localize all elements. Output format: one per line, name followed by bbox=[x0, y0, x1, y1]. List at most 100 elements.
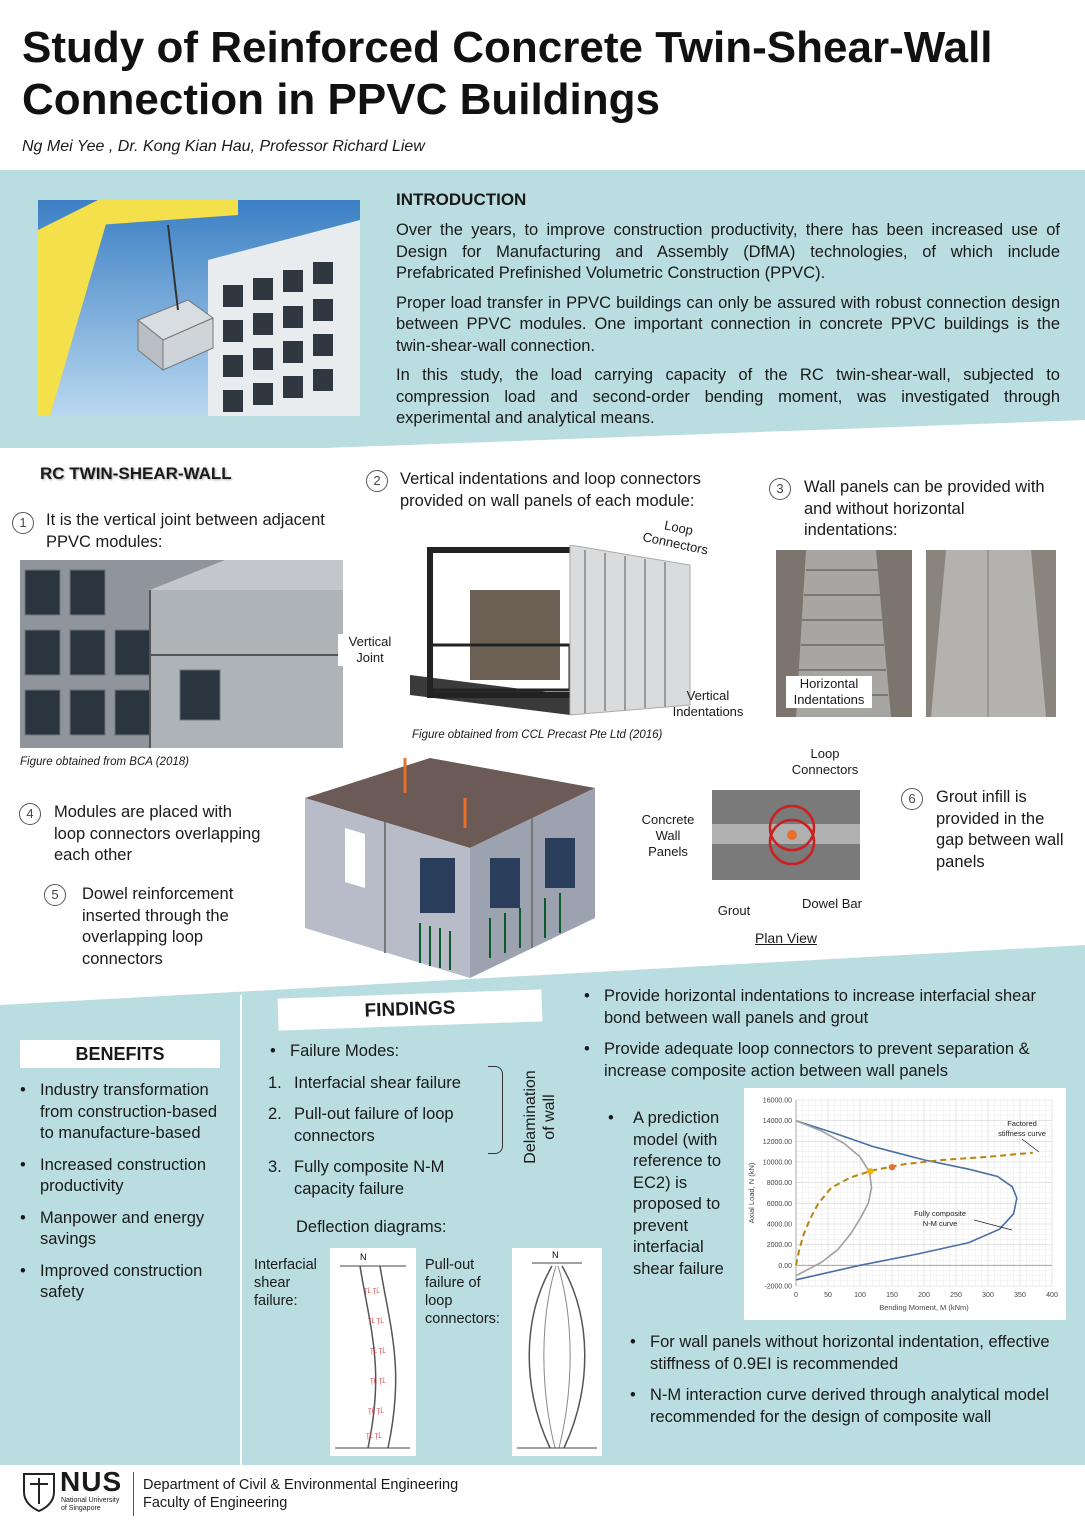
figure-2-caption: Figure obtained from CCL Precast Pte Ltd… bbox=[412, 729, 663, 741]
chart-x-tick-label: 300 bbox=[982, 1292, 994, 1299]
chart-y-tick-label: 14000.00 bbox=[763, 1118, 792, 1125]
step-3-number: 3 bbox=[769, 478, 791, 500]
diagram-2-label: Pull-out failure of loop connectors: bbox=[425, 1257, 500, 1327]
delamination-brace bbox=[488, 1066, 503, 1154]
svg-text:ŢĹ ŢĹ: ŢĹ ŢĹ bbox=[364, 1288, 380, 1295]
failure-modes-list: 1.Interfacial shear failure 2.Pull-out f… bbox=[268, 1073, 508, 1201]
benefits-heading: BENEFITS bbox=[20, 1040, 220, 1068]
nus-logo-text: NUS bbox=[60, 1466, 123, 1497]
page-title-line1: Study of Reinforced Concrete Twin-Shear-… bbox=[22, 23, 993, 72]
chart-x-axis-label: Bending Moment, M (kNm) bbox=[879, 1303, 969, 1312]
deflection-diagrams-label: Deflection diagrams: bbox=[296, 1218, 447, 1236]
benefit-item: Manpower and energy savings bbox=[18, 1208, 230, 1251]
pullout-deflection-diagram: N bbox=[512, 1248, 602, 1456]
findings-bottom-list: For wall panels without horizontal inden… bbox=[628, 1332, 1068, 1428]
step-1-number: 1 bbox=[12, 512, 34, 534]
chart-y-tick-label: 2000.00 bbox=[767, 1242, 792, 1249]
nus-crest-icon bbox=[22, 1470, 56, 1513]
svg-text:ŢĹ ŢĹ: ŢĹ ŢĹ bbox=[368, 1318, 384, 1325]
page-title-line2: Connection in PPVC Buildings bbox=[22, 75, 660, 124]
step-6-number: 6 bbox=[901, 788, 923, 810]
step-5-text: Dowel reinforcement inserted through the… bbox=[82, 885, 234, 968]
chart-x-tick-label: 200 bbox=[918, 1292, 930, 1299]
chart-x-tick-label: 0 bbox=[794, 1292, 798, 1299]
chart-annotation-factored: stiffness curve bbox=[998, 1129, 1046, 1138]
failure-mode-item: 3.Fully composite N-M capacity failure bbox=[268, 1158, 445, 1198]
finding-item: For wall panels without horizontal inden… bbox=[628, 1332, 1068, 1375]
svg-text:ŢĹ ŢĹ: ŢĹ ŢĹ bbox=[370, 1378, 386, 1385]
chart-marker bbox=[867, 1168, 874, 1175]
modules-3d-figure bbox=[300, 758, 600, 980]
figure-1-caption: Figure obtained from BCA (2018) bbox=[20, 756, 189, 768]
intro-paragraph-2: Proper load transfer in PPVC buildings c… bbox=[396, 293, 1060, 355]
findings-right-list: Provide horizontal indentations to incre… bbox=[582, 986, 1066, 1082]
svg-text:ŢĹ ŢĹ: ŢĹ ŢĹ bbox=[370, 1348, 386, 1355]
diagram-1-label: Interfacial shear failure: bbox=[254, 1257, 317, 1309]
chart-y-tick-label: -2000.00 bbox=[764, 1284, 792, 1291]
plan-view-diagram bbox=[712, 790, 872, 880]
chart-annotation-arrow bbox=[1021, 1138, 1040, 1153]
wall-panel-without-indentations-photo bbox=[926, 550, 1056, 717]
footer-divider bbox=[133, 1472, 134, 1516]
vertical-joint-label: Vertical Joint bbox=[338, 634, 402, 666]
step-4-text: Modules are placed with loop connectors … bbox=[54, 803, 261, 864]
chart-x-tick-label: 400 bbox=[1046, 1292, 1058, 1299]
department-name: Department of Civil & Environmental Engi… bbox=[143, 1477, 459, 1493]
finding-item: N-M interaction curve derived through an… bbox=[628, 1385, 1068, 1428]
twin-wall-heading: RC TWIN-SHEAR-WALL bbox=[40, 464, 232, 483]
diagram-2-n-label: N bbox=[552, 1250, 559, 1260]
chart-x-tick-label: 350 bbox=[1014, 1292, 1026, 1299]
module-render-figure bbox=[410, 544, 700, 725]
plan-view-caption: Plan View bbox=[754, 930, 817, 946]
intro-heading: INTRODUCTION bbox=[396, 190, 527, 209]
chart-y-tick-label: 16000.00 bbox=[763, 1098, 792, 1105]
benefit-item: Increased construction productivity bbox=[18, 1155, 230, 1198]
column-divider bbox=[240, 995, 242, 1465]
authors: Ng Mei Yee , Dr. Kong Kian Hau, Professo… bbox=[22, 138, 425, 155]
chart-x-tick-label: 50 bbox=[824, 1292, 832, 1299]
chart-series-line-0 bbox=[795, 1119, 1018, 1281]
step-4-number: 4 bbox=[19, 803, 41, 825]
chart-y-axis-label: Axial Load, N (kN) bbox=[747, 1162, 756, 1223]
delamination-label: Delamination of wall bbox=[522, 1070, 558, 1164]
benefits-list: Industry transformation from constructio… bbox=[18, 1080, 230, 1304]
chart-y-tick-label: 8000.00 bbox=[767, 1180, 792, 1187]
benefit-item: Industry transformation from constructio… bbox=[18, 1080, 230, 1145]
plan-dowel-bar-label: Dowel Bar bbox=[802, 896, 862, 911]
plan-grout-label: Grout bbox=[717, 903, 751, 918]
chart-series-line-2 bbox=[795, 1151, 1033, 1266]
chart-y-tick-label: 10000.00 bbox=[763, 1160, 792, 1167]
plan-concrete-panels-label: Concrete Wall Panels bbox=[641, 812, 695, 859]
chart-annotation-factored: Factored bbox=[1007, 1119, 1037, 1128]
failure-modes-label: Failure Modes: bbox=[268, 1041, 508, 1063]
vertical-indentations-label: Vertical Indentations bbox=[672, 688, 744, 719]
plan-loop-connectors-label: Loop Connectors bbox=[791, 746, 859, 777]
chart-x-tick-label: 100 bbox=[854, 1292, 866, 1299]
step-2-text: Vertical indentations and loop connector… bbox=[400, 470, 701, 510]
building-facade-figure bbox=[20, 560, 343, 748]
nus-logo-subtitle: National University of Singapore bbox=[61, 1497, 120, 1512]
faculty-name: Faculty of Engineering bbox=[143, 1495, 288, 1511]
chart-x-tick-label: 150 bbox=[886, 1292, 898, 1299]
chart-y-tick-label: 6000.00 bbox=[767, 1201, 792, 1208]
chart-y-tick-label: 4000.00 bbox=[767, 1222, 792, 1229]
svg-text:ŢĹ ŢĹ: ŢĹ ŢĹ bbox=[366, 1433, 382, 1440]
interfacial-shear-deflection-diagram: N ŢĹ ŢĹ ŢĹ ŢĹ ŢĹ ŢĹ ŢĹ ŢĹ ŢĹ ŢĹ ŢĹ ŢĹ bbox=[330, 1248, 416, 1456]
svg-text:ŢĹ ŢĹ: ŢĹ ŢĹ bbox=[368, 1408, 384, 1415]
intro-paragraph-1: Over the years, to improve construction … bbox=[396, 221, 1060, 282]
chart-y-tick-label: 12000.00 bbox=[763, 1139, 792, 1146]
step-3-text: Wall panels can be provided with and wit… bbox=[804, 478, 1045, 539]
step-2-number: 2 bbox=[366, 470, 388, 492]
benefit-item: Improved construction safety bbox=[18, 1261, 230, 1304]
failure-mode-item: 2.Pull-out failure of loop connectors bbox=[268, 1105, 454, 1145]
failure-mode-item: 1.Interfacial shear failure bbox=[268, 1073, 461, 1092]
intro-photo bbox=[38, 200, 360, 416]
chart-x-tick-label: 250 bbox=[950, 1292, 962, 1299]
finding-item: Provide horizontal indentations to incre… bbox=[582, 986, 1066, 1029]
step-6-text: Grout infill is provided in the gap betw… bbox=[936, 788, 1064, 871]
prediction-model-text: A prediction model (with reference to EC… bbox=[606, 1108, 736, 1280]
intro-paragraph-3: In this study, the load carrying capacit… bbox=[396, 366, 1060, 427]
step-1-text: It is the vertical joint between adjacen… bbox=[46, 511, 325, 551]
diagram-1-n-label: N bbox=[360, 1252, 367, 1262]
